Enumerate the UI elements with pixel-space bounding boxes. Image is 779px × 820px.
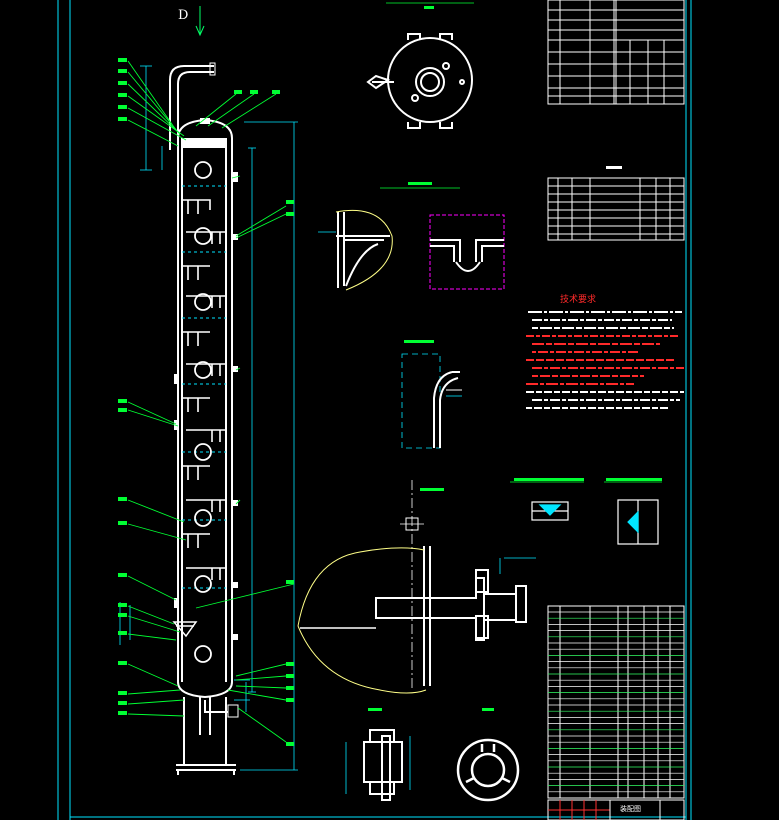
column-trays (182, 199, 226, 580)
tray-supports (182, 185, 226, 589)
parts-list-rows (548, 611, 684, 793)
detail-flange-side (345, 708, 411, 801)
left-dimension-lines (119, 65, 163, 645)
title-block (547, 799, 685, 820)
column-shell (177, 118, 233, 699)
detail-tee-box (429, 214, 505, 290)
detail-nozzle-flange (318, 182, 460, 291)
title-block-label: 装配图 (620, 805, 641, 813)
skirt-support (176, 697, 239, 775)
leader-lines-right (195, 93, 295, 743)
view-d-label: D (178, 8, 189, 23)
side-nozzles (174, 172, 238, 640)
leader-tags (118, 58, 294, 746)
top-inlet-pipe (169, 62, 216, 150)
detail-ring-plan (456, 708, 520, 802)
manholes (194, 161, 212, 663)
weld-details (510, 478, 662, 545)
right-dimension-lines (234, 121, 298, 771)
technical-notes (526, 311, 684, 409)
table-parts-list (547, 605, 685, 799)
detail-head-section (401, 340, 462, 449)
table-nozzles (547, 166, 685, 241)
sheet-frame (57, 0, 692, 820)
table-top-right (547, 0, 685, 105)
view-d-plan (366, 2, 474, 129)
leader-lines-left (127, 60, 187, 717)
view-d-arrow (195, 6, 205, 37)
detail-nozzle-assembly (297, 480, 536, 694)
feed-nozzle (172, 621, 198, 638)
technical-requirements-title: 技术要求 (560, 295, 597, 305)
